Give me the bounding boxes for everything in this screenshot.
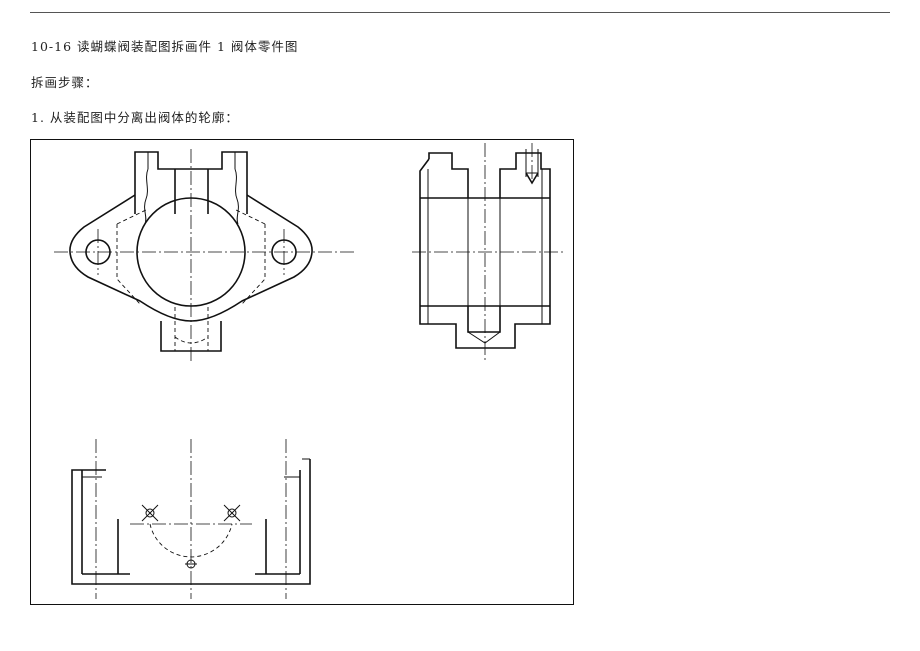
drawing-frame [30,139,574,605]
top-rule [30,12,890,13]
side-view [412,143,564,361]
valve-body-drawing [30,139,574,605]
front-view [54,149,354,361]
step-1-text: 1. 从装配图中分离出阀体的轮廓： [31,110,239,125]
steps-label: 拆画步骤： [31,75,99,90]
top-view [71,439,311,599]
exercise-heading: 10-16 读蝴蝶阀装配图拆画件 1 阀体零件图 [31,39,299,54]
